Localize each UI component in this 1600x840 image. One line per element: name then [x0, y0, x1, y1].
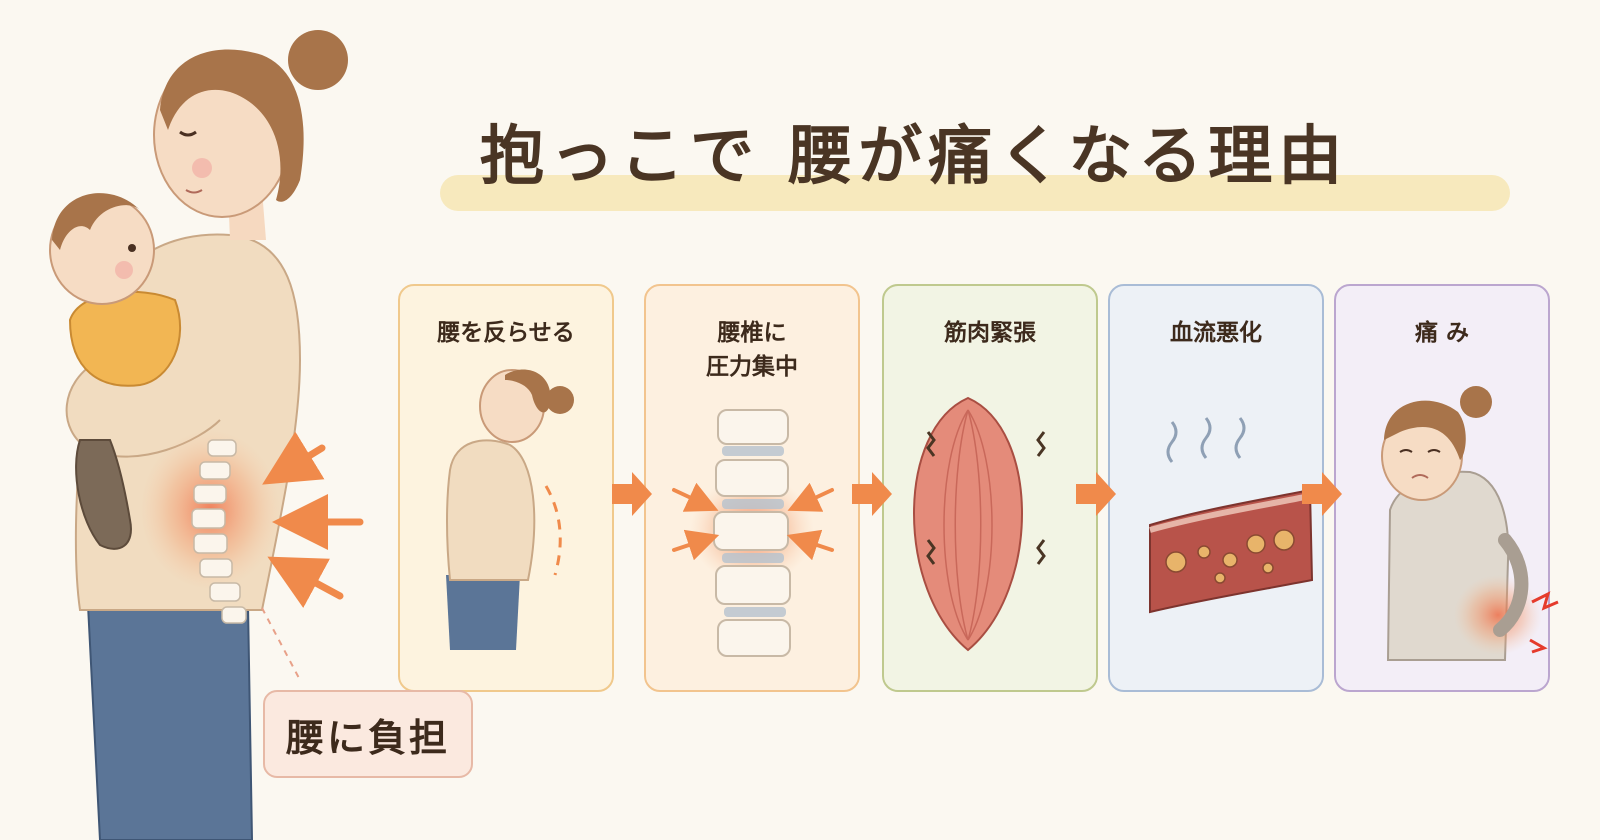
step-label: 血流悪化: [1170, 320, 1262, 346]
pressure-arrow: [262, 431, 326, 485]
flow-arrow: [1302, 472, 1342, 516]
title-highlight: [440, 175, 1510, 211]
title-block: 抱っこで 腰が痛くなる理由: [440, 105, 1520, 215]
lumbar-spine-illustration: [672, 409, 834, 657]
tense-muscle-illustration: [913, 396, 1046, 652]
flow-arrow: [612, 472, 652, 516]
arching-woman-illustration: [446, 369, 574, 650]
blood-vessel-illustration: [1149, 417, 1314, 614]
step-label: 腰椎に 圧力集中: [706, 320, 798, 380]
step-label: 腰を反らせる: [437, 320, 575, 346]
flow-arrow: [852, 472, 892, 516]
step-label: 痛 み: [1414, 320, 1469, 346]
woman-in-pain-illustration: [1381, 386, 1559, 661]
flow-arrow: [1076, 472, 1116, 516]
page-title: 抱っこで 腰が痛くなる理由: [480, 120, 1349, 194]
burden-label: 腰に負担: [263, 690, 473, 778]
flow-arrows: [612, 472, 1342, 516]
step-card-poor-circulation: 血流悪化: [1108, 284, 1324, 692]
step-label: 筋肉緊張: [944, 320, 1036, 346]
pressure-arrow: [267, 556, 344, 608]
pressure-arrows: [262, 431, 364, 608]
mother-with-baby-illustration: [49, 30, 348, 840]
